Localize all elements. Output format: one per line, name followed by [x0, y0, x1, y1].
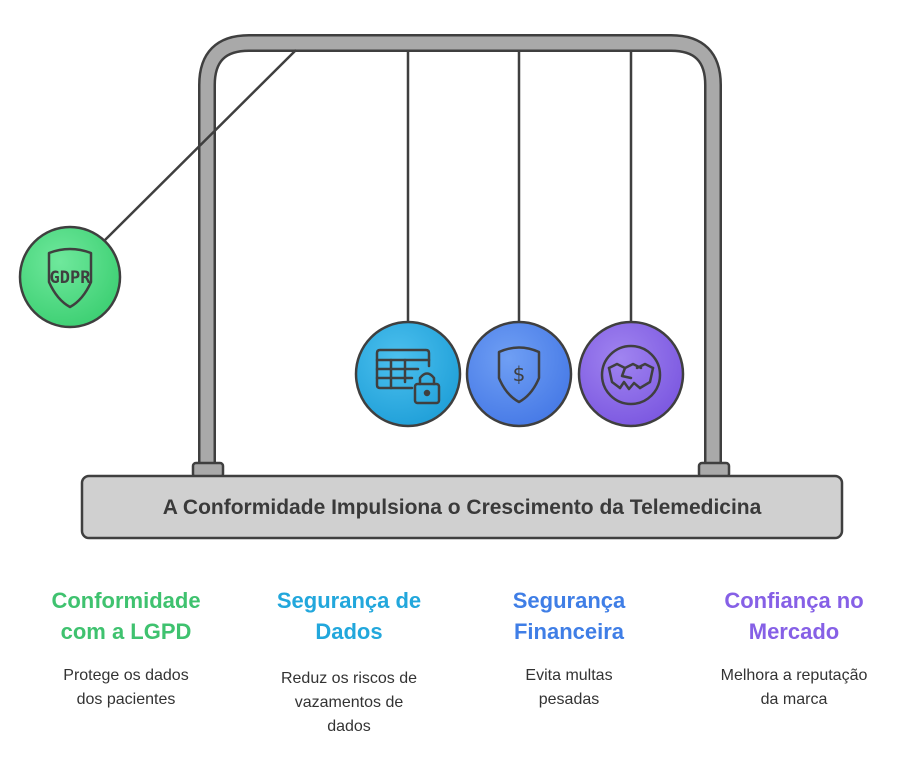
cradle-frame	[191, 34, 731, 479]
ball-gdpr: GDPR	[18, 225, 122, 329]
gdpr-shield-icon: GDPR	[47, 247, 93, 309]
ball-financial-security: $	[465, 320, 573, 428]
column-financial-security: Segurança Financeira Evita multas pesada…	[469, 585, 669, 712]
dollar-shield-icon: $	[497, 346, 541, 404]
column-title: Conformidade com a LGPD	[51, 588, 201, 644]
handshake-icon	[600, 344, 662, 406]
ball-data-security	[354, 320, 462, 428]
string-gdpr	[104, 49, 297, 241]
column-description: Evita multas pesadas	[525, 667, 613, 708]
cradle-base	[80, 474, 844, 540]
base-title: A Conformidade Impulsiona o Crescimento …	[162, 496, 762, 519]
ball-market-trust	[577, 320, 685, 428]
column-lgpd: Conformidade com a LGPD Protege os dados…	[26, 585, 226, 712]
table-lock-icon	[375, 348, 441, 405]
column-description: Melhora a reputação da marca	[720, 667, 868, 708]
svg-text:$: $	[513, 362, 526, 386]
column-description: Reduz os riscos de vazamentos de dados	[280, 670, 418, 735]
column-description: Protege os dados dos pacientes	[63, 667, 189, 708]
column-title: Confiança no Mercado	[724, 588, 864, 644]
gdpr-text: GDPR	[50, 268, 92, 288]
column-title: Segurança Financeira	[512, 588, 626, 644]
column-market-trust: Confiança no Mercado Melhora a reputação…	[694, 585, 894, 712]
column-title: Segurança de Dados	[276, 588, 422, 644]
column-data-security: Segurança de Dados Reduz os riscos de va…	[249, 585, 449, 739]
